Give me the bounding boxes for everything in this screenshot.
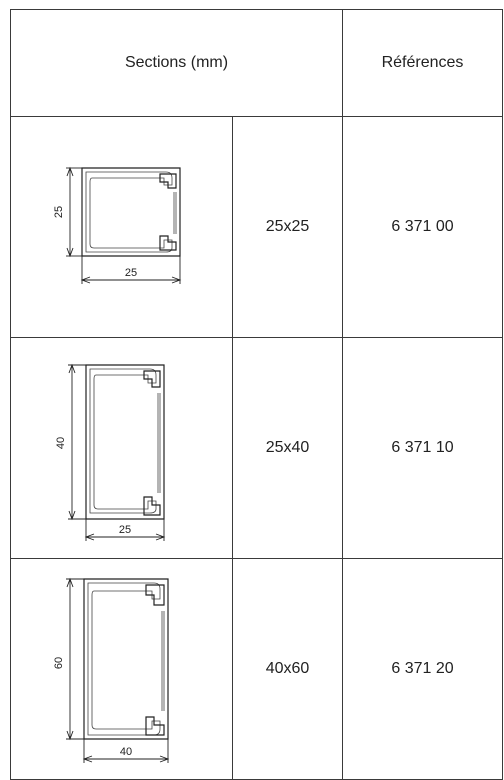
table-row: 60 40 40x60 6 371 20 (10, 558, 503, 780)
trunking-profile-diagram-40x60: 60 40 (53, 577, 169, 763)
trunking-profile-diagram-25x25: 25 25 (53, 166, 181, 284)
width-dimension-label: 25 (124, 267, 136, 279)
width-dimension-label: 40 (119, 746, 131, 758)
trunking-profile-diagram-25x40: 40 25 (55, 363, 165, 541)
product-spec-table: Sections (mm) Références 25 (10, 9, 503, 780)
reference-cell: 6 371 20 (342, 558, 503, 780)
section-size-cell: 40x60 (232, 558, 343, 780)
section-diagram-cell: 40 25 (10, 337, 233, 559)
table-header-row: Sections (mm) Références (10, 9, 503, 117)
width-dimension-label: 25 (118, 524, 130, 536)
height-dimension-label: 40 (55, 437, 67, 449)
table-row: 25 25 25x25 6 371 00 (10, 116, 503, 338)
section-diagram-cell: 60 40 (10, 558, 233, 780)
reference-cell: 6 371 10 (342, 337, 503, 559)
table-row: 40 25 25x40 6 371 10 (10, 337, 503, 559)
references-header: Références (342, 9, 503, 117)
section-size-cell: 25x40 (232, 337, 343, 559)
section-size-cell: 25x25 (232, 116, 343, 338)
sections-header: Sections (mm) (10, 9, 343, 117)
reference-cell: 6 371 00 (342, 116, 503, 338)
height-dimension-label: 60 (53, 657, 65, 669)
height-dimension-label: 25 (53, 206, 65, 218)
section-diagram-cell: 25 25 (10, 116, 233, 338)
